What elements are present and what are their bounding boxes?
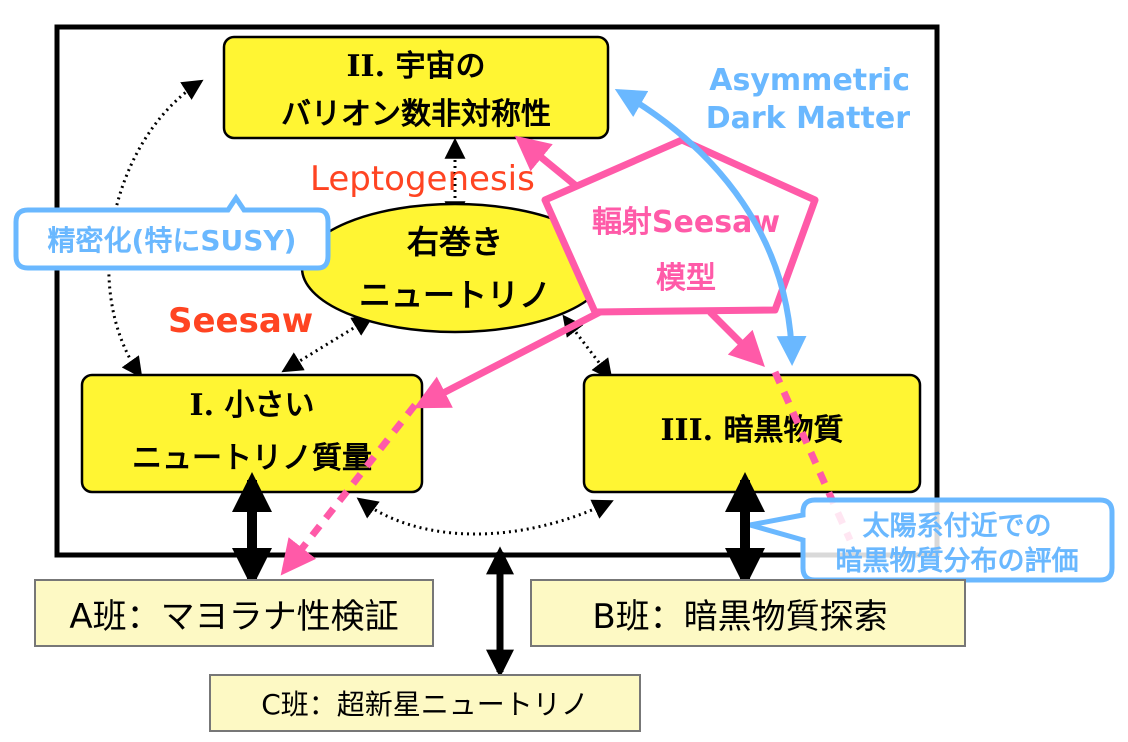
group-a-box: A班：マヨラナ性検証 bbox=[34, 579, 434, 647]
group-b-label: B班：暗黒物質探索 bbox=[592, 597, 887, 637]
node-small-neutrino-mass: I. 小さい ニュートリノ質量 bbox=[80, 373, 424, 494]
callout-solar-dm: 太陽系付近での 暗黒物質分布の評価 bbox=[749, 497, 1115, 583]
callout-precision-text: 精密化(特にSUSY) bbox=[48, 224, 297, 257]
group-c-box: C班：超新星ニュートリノ bbox=[209, 674, 641, 732]
node-right-handed-neutrino: 右巻き ニュートリノ bbox=[300, 202, 610, 334]
node-rh-line2: ニュートリノ bbox=[359, 276, 551, 314]
node-baryon-asymmetry: II. 宇宙の バリオン数非対称性 bbox=[222, 35, 610, 140]
node-darkmatter-line1: III. 暗黒物質 bbox=[661, 413, 844, 448]
pink-dotted-line-dm bbox=[771, 370, 854, 542]
callout-solar-line2: 暗黒物質分布の評価 bbox=[836, 545, 1079, 577]
group-b-box: B班：暗黒物質探索 bbox=[530, 579, 966, 647]
node-baryon-line1: II. 宇宙の bbox=[347, 49, 486, 84]
asymmetric-dm-arrow bbox=[614, 88, 807, 366]
group-a-label: A班：マヨラナ性検証 bbox=[69, 597, 398, 637]
label-dark-matter-en: Dark Matter bbox=[706, 101, 910, 136]
group-c-label: C班：超新星ニュートリノ bbox=[261, 688, 589, 721]
pink-arrow-to-smallmass bbox=[413, 308, 602, 409]
label-radiative-model: 模型 bbox=[656, 261, 716, 296]
node-smallmass-line2: ニュートリノ質量 bbox=[132, 441, 372, 476]
node-dark-matter: III. 暗黒物質 bbox=[582, 373, 922, 494]
callout-solar-line1: 太陽系付近での bbox=[863, 511, 1052, 542]
callout-precision: 精密化(特にSUSY) bbox=[13, 193, 331, 271]
label-seesaw: Seesaw bbox=[168, 301, 313, 341]
label-leptogenesis: Leptogenesis bbox=[310, 159, 535, 199]
node-smallmass-line1: I. 小さい bbox=[190, 388, 315, 423]
connector-baryon-smallmass bbox=[107, 79, 204, 379]
node-rh-line1: 右巻き bbox=[407, 223, 503, 261]
group-links bbox=[232, 472, 765, 678]
connector-rh-smallmass bbox=[281, 315, 374, 373]
label-asymmetric: Asymmetric bbox=[709, 63, 910, 98]
node-baryon-line2: バリオン数非対称性 bbox=[281, 97, 551, 132]
pink-arrow-to-baryon bbox=[514, 135, 578, 188]
connector-smallmass-darkmatter bbox=[356, 497, 614, 536]
